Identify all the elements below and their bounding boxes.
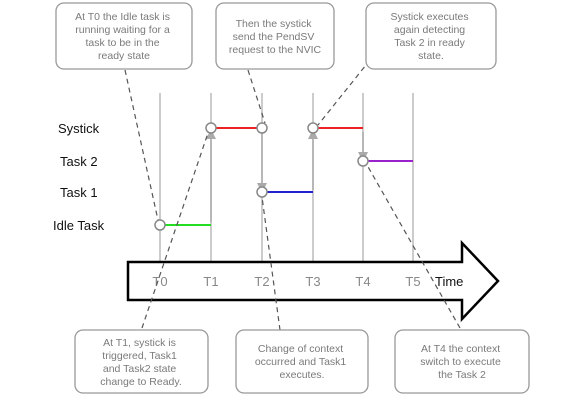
connector-t0-callout — [124, 69, 159, 221]
event-markers — [154, 122, 369, 231]
callout-text-t1: At T1, systick is triggered, Task1 and T… — [100, 337, 182, 388]
callout-t4-line-3: the Task 2 — [438, 369, 486, 381]
callout-box-t0 — [55, 2, 193, 70]
connector-t1-callout — [141, 132, 209, 329]
callout-t0-line-1: At T0 the Idle task is — [75, 11, 170, 23]
callout-t1-line-4: change to Ready. — [100, 376, 182, 388]
callout-text-pendsv: Then the systick send the PendSV request… — [229, 18, 322, 56]
event-circle-t1-systick — [205, 122, 217, 134]
callout-pendsv-line-3: request to the NVIC — [229, 44, 322, 56]
event-circle-t4-task2 — [357, 155, 369, 167]
callout-text-t4: At T4 the context switch to execute the … — [420, 343, 503, 381]
callout-box-t4 — [394, 329, 530, 394]
callout-connectors — [124, 59, 461, 331]
event-circle-t2-systick — [256, 122, 268, 134]
connector-context-change-callout — [261, 196, 281, 331]
event-circle-t0-idle — [154, 219, 166, 231]
row-label-idle-task: Idle Task — [53, 218, 105, 233]
time-axis-label: Time — [435, 274, 463, 289]
callout-text-t0: At T0 the Idle task is running waiting f… — [75, 11, 173, 62]
row-labels: Systick Task 2 Task 1 Idle Task — [53, 121, 105, 233]
tick-label-t3: T3 — [305, 274, 320, 289]
callout-context-line-3: executes. — [280, 369, 325, 381]
row-label-task2: Task 2 — [60, 154, 98, 169]
callout-t0-line-4: ready state — [98, 50, 150, 62]
connector-pendsv-callout — [247, 69, 266, 124]
callout-text-context-change: Change of context occurred and Task1 exe… — [255, 343, 349, 381]
callout-systick-line-2: again detecting — [394, 24, 465, 36]
callout-t0-line-3: task to be in the — [85, 37, 159, 49]
callout-context-line-1: Change of context — [258, 343, 343, 355]
tick-label-t1: T1 — [203, 274, 218, 289]
callout-text-systick-again: Systick executes again detecting Task 2 … — [390, 11, 471, 62]
callout-pendsv-line-1: Then the systick — [236, 18, 313, 30]
callout-systick-line-3: Task 2 in ready — [394, 37, 465, 49]
event-circle-t2-task1 — [256, 186, 268, 198]
callout-box-t1 — [74, 329, 209, 394]
row-label-systick: Systick — [58, 121, 100, 136]
tick-label-t4: T4 — [355, 274, 370, 289]
row-label-task1: Task 1 — [60, 185, 98, 200]
event-circle-t3-systick — [307, 122, 319, 134]
callout-systick-line-4: state. — [418, 50, 444, 62]
callout-systick-line-1: Systick executes — [390, 11, 468, 23]
callout-boxes — [55, 2, 530, 394]
callout-pendsv-line-2: send the PendSV — [233, 31, 315, 43]
tick-label-t5: T5 — [405, 274, 420, 289]
callout-t0-line-2: running waiting for a — [75, 24, 170, 36]
transition-arrows — [206, 129, 368, 222]
callout-t1-line-1: At T1, systick is — [103, 337, 176, 349]
tick-label-t2: T2 — [254, 274, 269, 289]
callout-t1-line-3: and Task2 state — [103, 363, 177, 375]
connector-systick-again-callout — [317, 59, 371, 126]
callout-box-context-change — [235, 329, 369, 394]
callout-context-line-2: occurred and Task1 — [255, 356, 347, 368]
callout-box-systick-again — [365, 2, 497, 70]
time-ticks: T0 T1 T2 T3 T4 T5 — [152, 274, 420, 289]
callout-t1-line-2: triggered, Task1 — [102, 350, 177, 362]
callout-box-pendsv — [215, 2, 335, 70]
callout-t4-line-1: At T4 the context — [421, 343, 500, 355]
callout-texts: At T0 the Idle task is running waiting f… — [75, 11, 503, 388]
time-axis-arrow — [126, 239, 500, 323]
callout-t4-line-2: switch to execute — [420, 356, 501, 368]
execution-segments — [160, 127, 413, 226]
connector-t4-callout — [366, 164, 461, 329]
